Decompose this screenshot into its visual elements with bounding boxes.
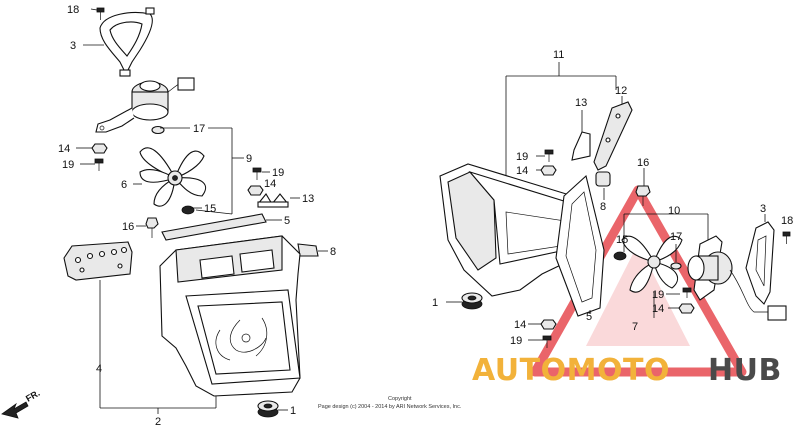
nut-14-motor-icon [678, 303, 695, 314]
bolt-19-right-top-icon [544, 149, 554, 162]
callout-15-right: 15 [616, 234, 628, 246]
washer-17-icon [151, 125, 165, 135]
nut-14-right-icon [247, 185, 264, 196]
leader-lines-right [446, 62, 766, 341]
callout-1-right: 1 [432, 297, 438, 309]
callout-5-right: 5 [586, 311, 592, 323]
callout-13-right: 13 [575, 97, 587, 109]
callout-16-right: 16 [637, 157, 649, 169]
leader-lines-left [76, 8, 328, 414]
callout-14-right: 14 [516, 165, 528, 177]
pad-8 [297, 243, 319, 257]
callout-2: 2 [155, 416, 161, 428]
callout-6: 6 [121, 179, 127, 191]
callout-13: 13 [302, 193, 314, 205]
grommet-1-bottom-icon [257, 400, 279, 418]
callout-3: 3 [70, 40, 76, 52]
grommet-1-right-icon [461, 292, 483, 310]
seal-5-right [555, 174, 605, 317]
copyright-line-2: Page design (c) 2004 - 2014 by ARI Netwo… [318, 404, 462, 410]
front-direction-arrow-icon [1, 401, 29, 419]
bolt-16-right-icon [635, 185, 651, 206]
callout-10: 10 [668, 205, 680, 217]
nut-14-right-top-icon [540, 165, 557, 176]
callout-8: 8 [330, 246, 336, 258]
callout-19-motor: 19 [652, 289, 664, 301]
callout-16: 16 [122, 221, 134, 233]
bolt-19-motor-icon [682, 287, 692, 298]
bolt-19-right-icon [252, 167, 262, 180]
callout-14-bottom: 14 [514, 319, 526, 331]
fan-housing-11 [439, 163, 593, 297]
callout-9: 9 [246, 153, 252, 165]
fan-blade-7 [621, 235, 683, 293]
callout-19: 19 [62, 159, 74, 171]
washer-17-right-icon [670, 262, 682, 270]
clip-13 [257, 193, 289, 208]
bolt-16-icon [145, 217, 159, 238]
callout-7: 7 [632, 321, 638, 333]
watermark-text-automoto: AUTOMOTO [472, 353, 670, 388]
callout-11: 11 [553, 49, 564, 61]
bolt-19-bottom-icon [542, 335, 552, 348]
motor-bracket-3 [99, 7, 155, 77]
callout-3-right: 3 [760, 203, 766, 215]
callout-5: 5 [284, 215, 290, 227]
pad-8-right [595, 171, 611, 187]
grommet-15-right-icon [613, 251, 627, 261]
callout-15: 15 [204, 203, 216, 215]
callout-14-b: 14 [264, 178, 276, 190]
fan-motor-left [95, 77, 195, 133]
watermark-text-hub: HUB [708, 353, 782, 388]
callout-17-right: 17 [670, 231, 682, 243]
callout-18-right: 18 [781, 215, 793, 227]
callout-1: 1 [290, 405, 296, 417]
screw-18-right-icon [782, 231, 791, 244]
fan-blade-6 [139, 147, 207, 207]
fan-housing-2 [159, 235, 301, 397]
clip-13-right [571, 131, 591, 161]
callout-4: 4 [96, 363, 102, 375]
screw-18-icon [96, 7, 105, 20]
callout-labels: 18 3 17 14 9 19 19 6 14 13 15 5 16 8 4 1… [58, 4, 793, 428]
motor-bracket-3-right [745, 221, 775, 305]
nut-14-icon [91, 143, 108, 154]
front-direction-label: FR. [24, 388, 42, 404]
copyright-line-1: Copyright [388, 396, 412, 402]
callout-19-right: 19 [516, 151, 528, 163]
callout-19-bottom: 19 [510, 335, 522, 347]
callout-14: 14 [58, 143, 70, 155]
bracket-12 [593, 101, 633, 171]
nut-14-bottom-icon [540, 319, 557, 330]
fan-motor-right [687, 235, 787, 321]
bolt-19-icon [94, 158, 104, 171]
callout-17: 17 [193, 123, 205, 135]
grommet-15-icon [181, 205, 195, 215]
callout-18: 18 [67, 4, 79, 16]
seal-5 [161, 213, 267, 241]
callout-12: 12 [615, 85, 627, 97]
callout-8-right: 8 [600, 201, 606, 213]
callout-14-motor: 14 [652, 303, 664, 315]
callout-19-b: 19 [272, 167, 284, 179]
bracket-4 [63, 241, 133, 281]
